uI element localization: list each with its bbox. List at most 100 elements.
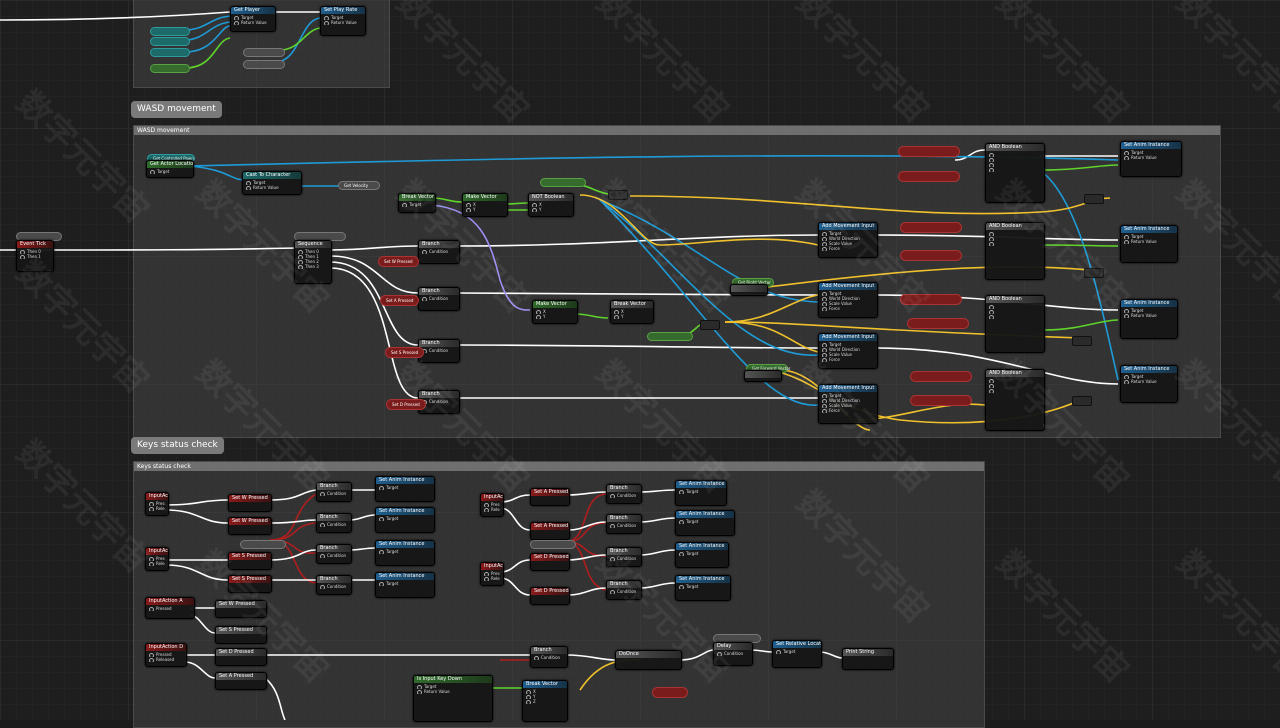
pin-y[interactable]: Y <box>614 314 650 319</box>
pin-released[interactable]: Released <box>484 576 500 581</box>
exec-wire[interactable] <box>349 547 376 551</box>
pin-z[interactable]: Z <box>526 699 564 704</box>
node-break-vector[interactable]: Break Vector Target <box>398 193 436 213</box>
pin-pressed[interactable]: Pressed <box>149 501 165 506</box>
exec-wire[interactable] <box>639 489 676 493</box>
var-bool[interactable] <box>898 146 960 157</box>
pin-force[interactable]: Force <box>822 408 874 413</box>
pin-condition[interactable]: Condition <box>610 523 638 528</box>
exec-wire[interactable] <box>0 11 231 21</box>
var-node[interactable] <box>150 27 190 36</box>
pin-return[interactable]: Return Value <box>246 185 298 190</box>
var-node[interactable] <box>150 64 190 73</box>
pin-scale[interactable]: Scale Value <box>822 241 874 246</box>
node-do-once[interactable]: DoOnce <box>615 650 682 670</box>
exec-wire[interactable] <box>749 649 773 653</box>
node-set-bool[interactable]: Set A Pressed <box>530 488 570 506</box>
pin-return[interactable]: Return Value <box>1124 379 1174 384</box>
pin-scale[interactable]: Scale Value <box>822 301 874 306</box>
exec-wire[interactable] <box>164 564 229 581</box>
var-bool[interactable] <box>900 250 962 261</box>
exec-wire[interactable] <box>499 507 531 531</box>
comment-bubble-wasd[interactable]: WASD movement <box>131 101 222 118</box>
pin-scale[interactable]: Scale Value <box>822 352 874 357</box>
object-wire[interactable] <box>599 199 819 356</box>
pin-condition[interactable]: Condition <box>320 553 348 558</box>
var-node[interactable] <box>150 37 190 46</box>
pin-y[interactable]: Y <box>526 694 564 699</box>
pin-pressed[interactable]: Pressed <box>484 502 500 507</box>
var-a-pressed[interactable]: Set A Pressed <box>380 295 420 306</box>
var-bool[interactable] <box>652 687 688 698</box>
exec-wire[interactable] <box>457 292 819 296</box>
pin-target[interactable]: Target <box>1124 150 1178 155</box>
float-wire[interactable] <box>1044 319 1119 331</box>
node-and-boolean[interactable]: AND Boolean <box>985 222 1045 280</box>
var-bool[interactable] <box>900 222 962 233</box>
exec-wire[interactable] <box>329 267 419 399</box>
node-input-a[interactable]: InputAction APressedReleased <box>480 493 504 517</box>
struct-wire[interactable] <box>431 204 531 311</box>
reroute-node[interactable] <box>1072 396 1092 406</box>
pin-condition[interactable]: Condition <box>610 493 638 498</box>
pin-then1[interactable]: Then 1 <box>20 254 50 259</box>
pin-released[interactable]: Released <box>149 561 165 566</box>
node-set-bool[interactable]: Set D Pressed <box>530 553 570 571</box>
exec-wire[interactable] <box>269 549 317 561</box>
exec-wire[interactable] <box>567 587 607 596</box>
pin-pressed[interactable]: Pressed <box>484 571 500 576</box>
node-set-bool[interactable]: Set S Pressed <box>215 626 267 644</box>
node-sequence[interactable]: Sequence Then 0 Then 1 Then 2 Then 3 <box>294 240 332 284</box>
node-set-bool[interactable]: Set W Pressed <box>228 494 272 512</box>
vector-wire[interactable] <box>579 194 819 246</box>
var-node[interactable] <box>243 48 285 57</box>
pin-target[interactable]: Target <box>379 549 431 554</box>
pin-d[interactable] <box>989 167 1041 172</box>
reroute-node[interactable] <box>1072 336 1092 346</box>
pin-target[interactable]: Target <box>822 342 874 347</box>
pin-condition[interactable]: Condition <box>717 651 749 656</box>
pin-force[interactable]: Force <box>822 246 874 251</box>
pin-x[interactable]: X <box>532 202 570 207</box>
pin-target[interactable]: Target <box>150 169 190 174</box>
float-wire[interactable] <box>574 313 609 319</box>
exec-wire[interactable] <box>875 347 1119 385</box>
var-bool[interactable] <box>910 395 972 406</box>
pin-then0[interactable]: Then 0 <box>298 249 328 254</box>
pin-return[interactable]: Return Value <box>1124 313 1174 318</box>
pin-world-direction[interactable]: World Direction <box>822 296 874 301</box>
exec-wire[interactable] <box>565 654 616 661</box>
pin-target[interactable]: Target <box>1124 234 1174 239</box>
pin-force[interactable]: Force <box>822 306 874 311</box>
var-s-pressed[interactable]: Set S Pressed <box>385 347 425 358</box>
object-wire[interactable] <box>189 165 246 181</box>
node-set-bool[interactable]: Set A Pressed <box>530 522 570 540</box>
vector-wire[interactable] <box>724 294 819 323</box>
pin-target[interactable]: Target <box>822 231 874 236</box>
exec-wire[interactable] <box>329 245 419 251</box>
exec-wire[interactable] <box>457 344 819 349</box>
pin-y[interactable]: Y <box>466 207 504 212</box>
exec-wire[interactable] <box>349 514 376 521</box>
